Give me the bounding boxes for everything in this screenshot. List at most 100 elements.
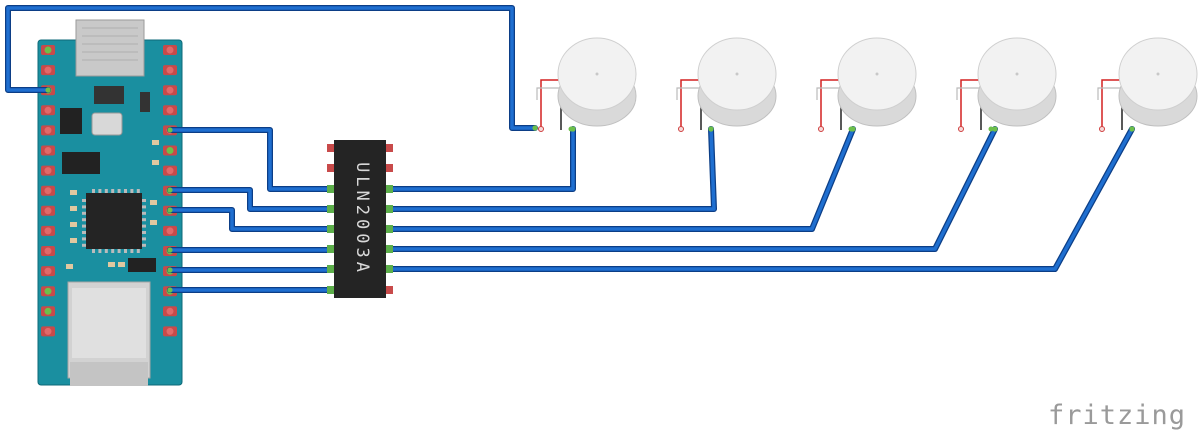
wire[interactable] [388, 127, 997, 251]
vibration-motor-icon[interactable] [676, 37, 777, 132]
ic-pin-left[interactable] [327, 144, 337, 152]
mcu-leg [130, 249, 134, 253]
radio-module [67, 281, 151, 386]
ic-pin-left[interactable] [327, 265, 337, 273]
wire-endpoint[interactable] [167, 287, 173, 293]
wire-endpoint[interactable] [167, 207, 173, 213]
ic-pin-left[interactable] [327, 205, 337, 213]
reset-button[interactable] [91, 112, 123, 136]
header-pin-hole [44, 307, 52, 315]
header-pin-hole [166, 167, 174, 175]
wire-endpoint[interactable] [45, 87, 51, 93]
mcu-leg [104, 249, 108, 253]
motor-lead-end[interactable] [958, 126, 964, 132]
mcu-leg [104, 189, 108, 193]
header-pin-hole [44, 187, 52, 195]
wire[interactable] [388, 127, 716, 211]
wire[interactable] [168, 208, 332, 231]
mcu-leg [98, 189, 102, 193]
motor-lead-end[interactable] [538, 126, 544, 132]
header-pin-hole [166, 46, 174, 54]
vibration-motor-icon[interactable] [1097, 37, 1198, 132]
wire[interactable] [168, 188, 332, 211]
mcu-leg [136, 249, 140, 253]
smd-component [152, 140, 159, 145]
ic-pin-right[interactable] [383, 225, 393, 233]
mcu-leg [130, 189, 134, 193]
wire-endpoint[interactable] [992, 126, 998, 132]
vibration-motor-icon[interactable] [816, 37, 917, 132]
ic-pin-right[interactable] [383, 144, 393, 152]
smd-component [70, 206, 77, 211]
motor-lead-end[interactable] [848, 126, 854, 132]
uln2003a-chip[interactable]: ULN2003A [327, 140, 393, 298]
wire[interactable] [388, 127, 575, 191]
mcu-leg [142, 199, 146, 202]
header-pin-hole [44, 106, 52, 114]
wire-endpoint[interactable] [167, 127, 173, 133]
ic-pin-left[interactable] [327, 164, 337, 172]
smd-component [118, 262, 125, 267]
wire[interactable] [388, 127, 855, 231]
motor-lead-end[interactable] [568, 126, 574, 132]
motor-center [595, 72, 599, 76]
regulator-chip [60, 108, 82, 134]
header-pin-hole [166, 66, 174, 74]
header-pin-hole [44, 46, 52, 54]
ic-pin-right[interactable] [383, 185, 393, 193]
vibration-motor-icon[interactable] [536, 37, 637, 132]
motor-center [1156, 72, 1160, 76]
motor-center [735, 72, 739, 76]
smd-component [70, 222, 77, 227]
smd-component [108, 262, 115, 267]
header-pin-hole [166, 106, 174, 114]
small-chip [62, 152, 100, 174]
ic-pin-right[interactable] [383, 245, 393, 253]
wire-outline [387, 126, 856, 232]
mcu-leg [82, 211, 86, 215]
header-pin-hole [44, 207, 52, 215]
mcu-leg [82, 243, 86, 247]
mcu-leg [111, 189, 115, 193]
wire[interactable] [388, 127, 1134, 271]
mcu-leg [142, 243, 146, 247]
microcontroller-chip [82, 189, 146, 253]
header-pin-hole [166, 86, 174, 94]
ic-pin-right[interactable] [383, 265, 393, 273]
motor-lead-end[interactable] [818, 126, 824, 132]
mcu-leg [98, 249, 102, 253]
smd-component [150, 200, 157, 205]
fritzing-logo: fritzing [1047, 400, 1186, 431]
vibration-motor-icon[interactable] [956, 37, 1057, 132]
wire-endpoint[interactable] [167, 267, 173, 273]
smd-component [152, 160, 159, 165]
wire-endpoint[interactable] [167, 187, 173, 193]
arduino-nano-board[interactable] [37, 19, 183, 386]
ic-pin-left[interactable] [327, 185, 337, 193]
wire[interactable] [168, 128, 332, 191]
wire-endpoint[interactable] [532, 125, 538, 131]
motor-lead-end[interactable] [1099, 126, 1105, 132]
led-component [140, 92, 150, 112]
mcu-leg [111, 249, 115, 253]
ic-label: ULN2003A [352, 162, 372, 276]
wire-group [5, 5, 1135, 293]
wire-endpoint[interactable] [167, 247, 173, 253]
wire[interactable] [6, 6, 537, 130]
ic-pin-left[interactable] [327, 225, 337, 233]
ic-pin-right[interactable] [383, 286, 393, 294]
ic-pin-left[interactable] [327, 286, 337, 294]
motor-lead-end[interactable] [1129, 126, 1135, 132]
mcu-leg [117, 189, 121, 193]
ic-pin-right[interactable] [383, 205, 393, 213]
ic-pin-left[interactable] [327, 245, 337, 253]
motor-lead-end[interactable] [708, 126, 714, 132]
mcu-leg [124, 189, 127, 193]
motor-lead-end[interactable] [678, 126, 684, 132]
ic-pin-right[interactable] [383, 164, 393, 172]
mcu-leg [142, 224, 146, 228]
header-pin-hole [44, 126, 52, 134]
header-pin-hole [44, 167, 52, 175]
motor-lead-end[interactable] [988, 126, 994, 132]
smd-component [150, 220, 157, 225]
